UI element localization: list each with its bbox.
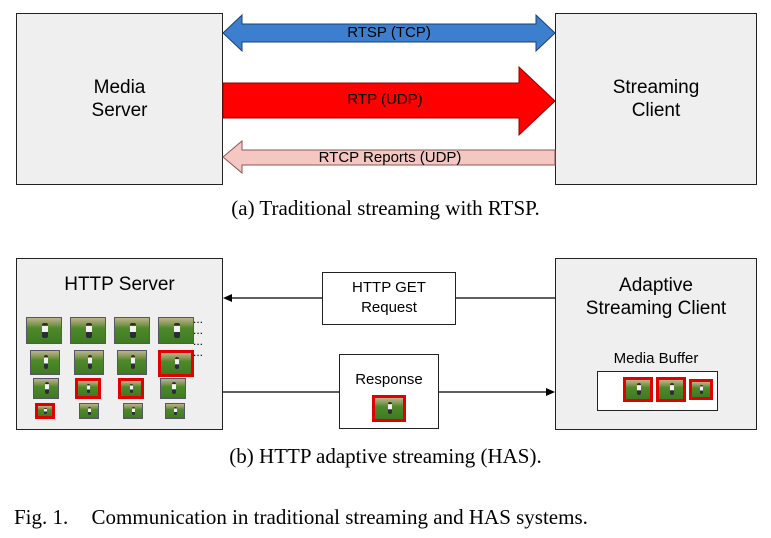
get-request-label: HTTP GET Request <box>352 279 426 316</box>
media-server-box: Media Server <box>16 13 223 185</box>
segment-thumbnail <box>70 317 106 344</box>
response-arrowhead <box>546 388 555 396</box>
get-request-box: HTTP GET Request <box>322 272 456 325</box>
segment-thumbnail <box>158 350 194 377</box>
rtp-label: RTP (UDP) <box>347 91 423 108</box>
http-server-box: HTTP Server <box>16 258 223 430</box>
figure-text: Communication in traditional streaming a… <box>91 505 588 529</box>
segment-thumbnail <box>79 403 99 419</box>
player-figure <box>87 355 93 369</box>
segment-thumbnail <box>165 403 185 419</box>
player-figure <box>174 406 177 415</box>
rtcp-arrow <box>222 139 556 175</box>
ellipsis-row-1: ... <box>193 312 204 326</box>
ellipsis-row-3: ... <box>193 334 204 348</box>
figure-number: Fig. 1. <box>14 505 69 529</box>
media-server-label: Media Server <box>91 77 148 121</box>
streaming-client-label: Streaming Client <box>612 77 700 121</box>
player-figure <box>88 406 91 415</box>
media-buffer-label: Media Buffer <box>613 350 699 367</box>
rtsp-label: RTSP (TCP) <box>347 24 431 41</box>
segment-thumbnail <box>117 350 147 375</box>
player-figure <box>669 383 674 395</box>
streaming-client-box: Streaming Client <box>555 13 757 185</box>
player-figure <box>130 322 136 338</box>
rtcp-label: RTCP Reports (UDP) <box>318 149 462 166</box>
buffered-segment-thumbnail <box>623 377 653 402</box>
player-figure <box>174 322 180 338</box>
get-request-arrowhead <box>223 294 232 302</box>
ellipsis-row-2: ... <box>193 323 204 337</box>
segment-thumbnail <box>114 317 150 344</box>
player-figure <box>42 322 48 338</box>
segment-thumbnail <box>26 317 62 344</box>
buffered-segment-thumbnail <box>689 379 713 400</box>
player-figure <box>174 356 180 370</box>
player-figure <box>43 355 49 369</box>
response-segment-thumbnail <box>372 395 406 422</box>
ellipsis-row-4: ... <box>193 345 204 359</box>
caption-b: (b) HTTP adaptive streaming (HAS). <box>229 444 542 468</box>
player-figure <box>130 383 134 393</box>
player-figure <box>171 382 176 394</box>
segment-thumbnail <box>74 350 104 375</box>
rtsp-arrow <box>222 13 556 53</box>
rtp-arrow <box>222 65 556 137</box>
player-figure <box>387 401 393 415</box>
player-figure <box>700 384 703 394</box>
adaptive-client-box: Adaptive Streaming Client Media Buffer <box>555 258 757 430</box>
segment-thumbnail <box>118 378 144 399</box>
response-box: Response <box>339 354 439 429</box>
player-figure <box>132 406 135 415</box>
response-label: Response <box>355 371 423 388</box>
http-server-label: HTTP Server <box>64 274 175 295</box>
segment-thumbnail <box>123 403 143 419</box>
player-figure <box>636 383 641 395</box>
player-figure <box>44 407 47 414</box>
player-figure <box>86 322 92 338</box>
segment-thumbnail <box>30 350 60 375</box>
segment-thumbnail <box>75 378 101 399</box>
segment-thumbnail <box>35 403 55 419</box>
player-figure <box>44 382 49 394</box>
segment-thumbnail <box>158 317 194 344</box>
segment-thumbnail <box>160 378 186 399</box>
player-figure <box>87 383 91 393</box>
buffered-segment-thumbnail <box>656 377 686 402</box>
adaptive-client-label: Adaptive Streaming Client <box>585 275 727 319</box>
figure-caption: Fig. 1. Communication in traditional str… <box>14 505 588 530</box>
caption-a: (a) Traditional streaming with RTSP. <box>231 196 540 220</box>
player-figure <box>130 355 136 369</box>
segment-thumbnail <box>33 378 59 399</box>
